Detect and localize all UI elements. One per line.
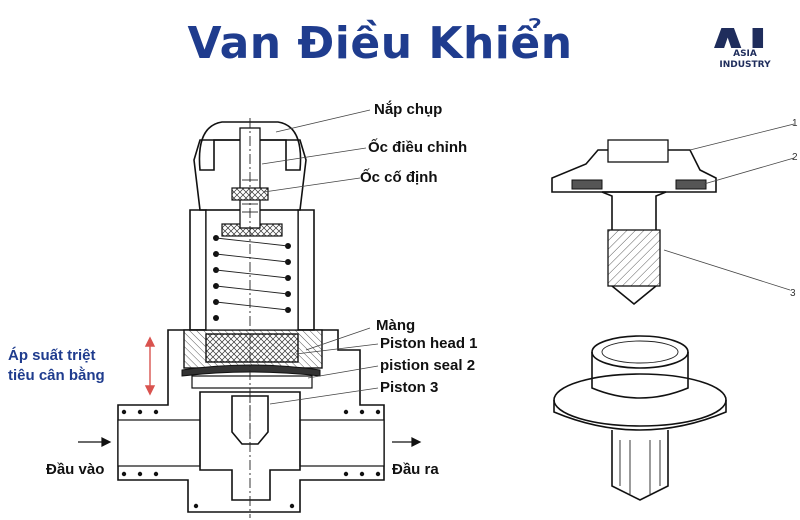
piston-seal	[191, 375, 313, 389]
outlet-bore	[299, 419, 385, 467]
label-membrane: Màng	[376, 317, 415, 334]
leader-lines	[261, 109, 379, 405]
label-inlet: Đầu vào	[46, 461, 104, 478]
flow-arrows	[78, 437, 422, 447]
piston-lower	[607, 229, 661, 287]
piston-detail-section: 1 2 3	[551, 118, 798, 306]
seal-left	[571, 179, 603, 190]
label-piston-head: Piston head 1	[380, 335, 478, 352]
page-title: Van Điều Khiển	[187, 18, 573, 69]
label-pressure-line1: Áp suất triệt	[8, 347, 96, 364]
piston-3d-view	[553, 335, 727, 501]
asia-industry-logo: AI ASIA INDUSTRY	[706, 22, 784, 82]
spring	[213, 235, 291, 321]
bonnet	[193, 139, 307, 211]
label-outlet: Đầu ra	[392, 461, 439, 478]
label-piston: Piston 3	[380, 379, 438, 396]
detail-number-3: 3	[790, 288, 796, 299]
label-pressure-line2: tiêu cân bằng	[8, 366, 105, 384]
cap	[198, 121, 302, 171]
pipe-threads	[121, 409, 381, 509]
detail-number-2: 2	[792, 152, 798, 163]
piston-plunger	[231, 395, 269, 445]
main-valve-section	[78, 109, 422, 518]
label-piston-seal: pistion seal 2	[380, 357, 475, 374]
piston-stem-section	[601, 191, 667, 306]
label-lock-nut: Ốc cố định	[360, 168, 438, 186]
piston-head-detail	[607, 139, 669, 163]
seal-right	[675, 179, 707, 190]
inlet-bore	[117, 419, 201, 467]
label-adjust-nut: Ốc điều chỉnh	[368, 138, 467, 156]
piston-head	[205, 333, 299, 363]
logo-subtitle: ASIA INDUSTRY	[706, 48, 784, 72]
pressure-arrow	[144, 336, 156, 396]
detail-number-1: 1	[792, 118, 798, 129]
valve-chamber	[199, 391, 301, 501]
label-cap: Nắp chụp	[374, 100, 442, 118]
